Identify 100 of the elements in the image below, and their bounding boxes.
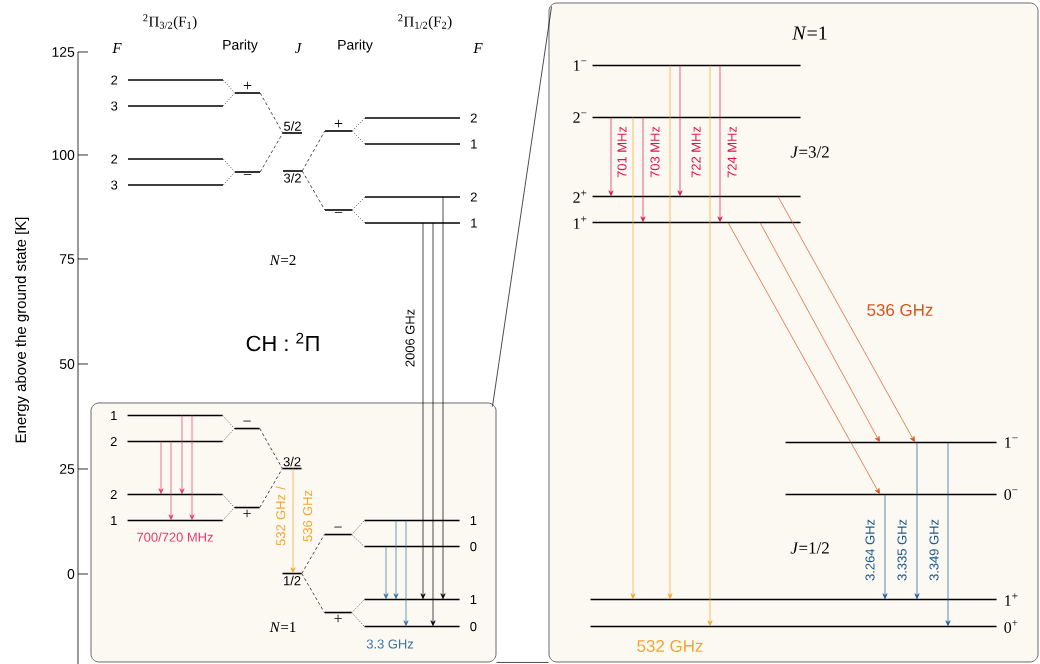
level-label: −	[243, 174, 252, 175]
connector-line	[222, 494, 235, 508]
tick-label: 25	[60, 464, 75, 474]
transition-arrow	[630, 117, 636, 599]
level-label: 1$^{−}$	[1005, 437, 1018, 448]
connector-line	[496, 662, 549, 663]
connector-line	[351, 599, 365, 613]
connector-line	[351, 534, 365, 547]
level-group-label: N=1	[792, 26, 827, 40]
level-label: +	[334, 614, 342, 623]
connector-line	[301, 534, 325, 574]
connector-line	[301, 130, 326, 172]
transition-arrow	[945, 442, 951, 626]
connector-line	[259, 468, 283, 508]
transition-arrow	[717, 65, 723, 222]
frequency-label: 536 GHz	[867, 304, 933, 316]
edge-label: 701 MHz	[616, 125, 628, 179]
transition-arrow	[168, 441, 174, 520]
transition-arrow	[440, 196, 446, 599]
level-label: 1	[111, 411, 117, 420]
level-label: 2$^{−}$	[573, 112, 587, 123]
connector-line	[492, 6, 552, 407]
state-heading: $^{2}$Π$_{1/2}$(F$_{2}$)	[398, 14, 452, 30]
edge-label: 703 MHz	[649, 125, 661, 179]
transition-arrow	[290, 468, 296, 573]
connector-line	[259, 92, 284, 134]
level-label: 3/2	[283, 456, 301, 467]
level-label: 0$^{+}$	[1004, 620, 1018, 633]
frequency-label: 700/720 MHz	[137, 532, 213, 542]
level-label: 2	[110, 490, 117, 500]
panel-box	[90, 402, 497, 663]
level-label: 1	[111, 516, 117, 525]
level-label: −	[334, 212, 343, 213]
column-heading: F	[473, 43, 483, 53]
connector-line	[259, 132, 284, 173]
transition-arrow	[189, 415, 195, 520]
level-label: 2	[110, 437, 117, 447]
connector-line	[222, 415, 235, 429]
edge-label: 3.349 GHz	[928, 518, 940, 582]
level-group-label: N=2	[269, 255, 296, 265]
level-label: 0$^{−}$	[1004, 489, 1018, 500]
state-heading: $^{2}$Π$_{3/2}$(F$_{1}$)	[143, 14, 197, 30]
transition-arrow	[914, 442, 920, 599]
level-label: 1	[471, 139, 477, 149]
level-group-label: J=1/2	[790, 542, 829, 554]
level-label: 2	[111, 154, 118, 164]
transition-arrow	[777, 196, 915, 443]
transition-arrow	[677, 65, 683, 196]
column-heading: Parity	[338, 39, 373, 53]
column-heading: Parity	[223, 39, 258, 53]
edge-label: 724 MHz	[726, 125, 738, 179]
transition-arrow	[393, 520, 399, 599]
level-label: 2$^{+}$	[573, 190, 587, 203]
connector-line	[301, 170, 326, 211]
connector-line	[222, 507, 235, 521]
transition-arrow	[403, 520, 409, 626]
tick-label: 125	[52, 47, 75, 57]
level-label: 3/2	[284, 173, 301, 183]
transition-arrow	[430, 222, 436, 626]
connector-line	[222, 79, 236, 94]
level-label: −	[334, 526, 342, 528]
level-label: 1$^{+}$	[574, 216, 587, 229]
axis-title: Energy above the ground state [K]	[15, 217, 29, 443]
edge-label: 2006 GHz	[404, 307, 416, 369]
level-group-label: J=3/2	[790, 146, 829, 158]
connector-line	[222, 92, 236, 107]
level-label: 2	[111, 75, 118, 85]
edge-label: 532 GHz / 536 GHz	[275, 486, 313, 546]
level-label: 3	[111, 180, 118, 190]
level-label: 2	[470, 192, 477, 202]
transition-arrow	[727, 222, 880, 495]
transition-arrow	[179, 415, 185, 494]
connector-line	[351, 117, 366, 132]
level-label: 3	[111, 101, 118, 111]
level-group-label: N=1	[269, 622, 296, 632]
level-label: 1	[470, 595, 477, 604]
transition-arrow	[759, 222, 880, 443]
molecule-title: CH : $^{2}$Π	[246, 332, 319, 352]
panel-box	[548, 2, 1039, 663]
level-label: 0	[470, 621, 477, 632]
transition-arrow	[882, 494, 888, 599]
level-label: +	[334, 119, 343, 128]
level-label: 1/2	[284, 575, 301, 586]
transition-arrow	[158, 441, 164, 494]
tick-label: 75	[60, 254, 75, 264]
connector-line	[351, 130, 366, 145]
connector-line	[222, 171, 236, 186]
transition-arrow	[667, 65, 673, 599]
transition-arrow	[608, 117, 614, 196]
level-label: 1$^{−}$	[574, 60, 587, 71]
connector-line	[259, 428, 283, 469]
level-label: +	[243, 81, 252, 90]
transition-arrow	[383, 546, 389, 599]
transition-arrow	[420, 222, 426, 599]
connector-line	[222, 158, 236, 173]
level-label: +	[243, 509, 251, 518]
connector-line	[351, 612, 365, 627]
level-label: 1	[470, 516, 477, 525]
connector-line	[301, 573, 325, 613]
connector-line	[222, 428, 235, 442]
